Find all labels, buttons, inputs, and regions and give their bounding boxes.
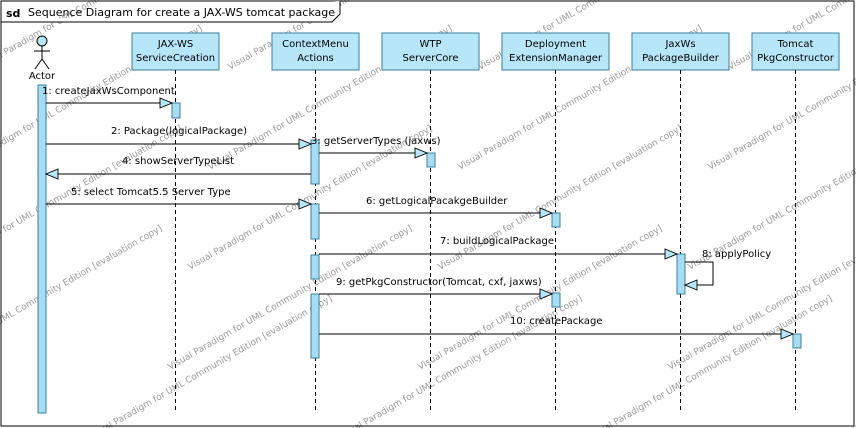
lifeline-box: [381, 32, 480, 71]
lifeline-name: PkgConstructor: [757, 53, 835, 64]
message-label: 5: select Tomcat5.5 Server Type: [71, 187, 231, 198]
message-1: 1: createJaxWsComponent: [42, 86, 175, 103]
lifeline-box: [501, 32, 610, 71]
lifeline-jax: JaxWs PackageBuilder: [631, 32, 730, 410]
lifeline-box: [631, 32, 730, 71]
activation-bar: [551, 212, 561, 228]
activation-bar: [171, 102, 181, 119]
lifeline-name: ServerCore: [403, 53, 459, 64]
lifeline-dep: Deployment ExtensionManager: [501, 32, 610, 410]
watermark-text: Visual Paradigm for UML Community Editio…: [0, 224, 164, 373]
lifeline-name: Tomcat: [777, 39, 814, 50]
message-6: 6: getLogicalPacakgeBuilder: [319, 196, 552, 213]
message-label: 7: buildLogicalPackage: [440, 236, 554, 247]
actor-leg-left: [34, 58, 43, 70]
message-label: 9: getPkgConstructor(Tomcat, cxf, jaxws): [336, 277, 542, 288]
frame-tag: sd: [6, 7, 20, 20]
lifeline-name: ContextMenu: [282, 39, 349, 50]
lifeline-box: [751, 32, 840, 71]
actor: Actor: [29, 35, 56, 82]
watermark-text: Visual Paradigm for UML Community Editio…: [337, 294, 585, 428]
frame-title: Sequence Diagram for create a JAX-WS tom…: [28, 6, 335, 19]
lifeline-name: WTP: [419, 39, 441, 50]
activation-bar: [310, 203, 320, 240]
frame-tab: [1, 1, 341, 23]
lifeline-name: ServiceCreation: [136, 53, 215, 64]
message-2: 2: Package(logicalPackage): [46, 126, 311, 144]
lifeline-name: ExtensionManager: [509, 53, 603, 64]
activation-bar: [310, 293, 320, 359]
lifeline-name: Deployment: [525, 39, 586, 50]
message-7: 7: buildLogicalPackage: [319, 236, 677, 254]
lifeline-wtp: WTP ServerCore: [381, 32, 480, 410]
lifeline-svc: JAX-WS ServiceCreation: [131, 32, 220, 410]
message-3: 3: getServerTypes (jaxws): [311, 136, 441, 153]
message-8: 8: applyPolicy: [685, 249, 771, 285]
watermark-text: Visual Paradigm for UML Community Editio…: [0, 124, 184, 273]
actor-head-icon: [36, 35, 48, 47]
lifeline-name: JAX-WS: [157, 39, 193, 50]
activation-bar: [426, 152, 436, 168]
message-5: 5: select Tomcat5.5 Server Type: [46, 187, 311, 204]
activation-bar: [310, 139, 320, 185]
message-label: 6: getLogicalPacakgeBuilder: [366, 196, 508, 207]
actor-leg-right: [41, 58, 50, 70]
message-4: 4: showServerTypeList: [46, 156, 311, 174]
watermark-text: Visual Paradigm for UML Community Editio…: [587, 294, 835, 428]
watermark-text: Visual Paradigm for UML Community Editio…: [837, 294, 856, 428]
lifeline-name: PackageBuilder: [642, 53, 720, 64]
activation-bar: [551, 292, 561, 308]
message-label: 3: getServerTypes (jaxws): [311, 136, 441, 147]
watermark-text: Visual Paradigm for UML Community Editio…: [87, 294, 335, 428]
message-arrow-self: [685, 261, 714, 285]
lifeline-box: [131, 32, 220, 71]
message-label: 2: Package(logicalPackage): [111, 126, 247, 137]
lifeline-name: JaxWs: [664, 39, 695, 50]
watermark-text: Visual Paradigm for UML Community Editio…: [167, 224, 415, 373]
lifeline-box: [271, 32, 360, 71]
actor-label: Actor: [29, 71, 56, 82]
activation-bar: [310, 254, 320, 280]
message-label: 10: createPackage: [510, 316, 602, 327]
lifeline-ctx: ContextMenu Actions: [271, 32, 360, 410]
message-9: 9: getPkgConstructor(Tomcat, cxf, jaxws): [319, 277, 552, 294]
activation-bar: [792, 333, 802, 349]
message-label: 4: showServerTypeList: [122, 156, 234, 167]
lifeline-tom: Tomcat PkgConstructor: [751, 32, 840, 410]
activation-bar-actor: [37, 84, 47, 414]
message-label: 1: createJaxWsComponent: [42, 86, 175, 97]
activation-bars: [37, 84, 802, 414]
message-10: 10: createPackage: [319, 316, 793, 334]
lifeline-name: Actions: [297, 53, 334, 64]
activation-bar: [676, 253, 686, 295]
message-label: 8: applyPolicy: [702, 249, 771, 260]
